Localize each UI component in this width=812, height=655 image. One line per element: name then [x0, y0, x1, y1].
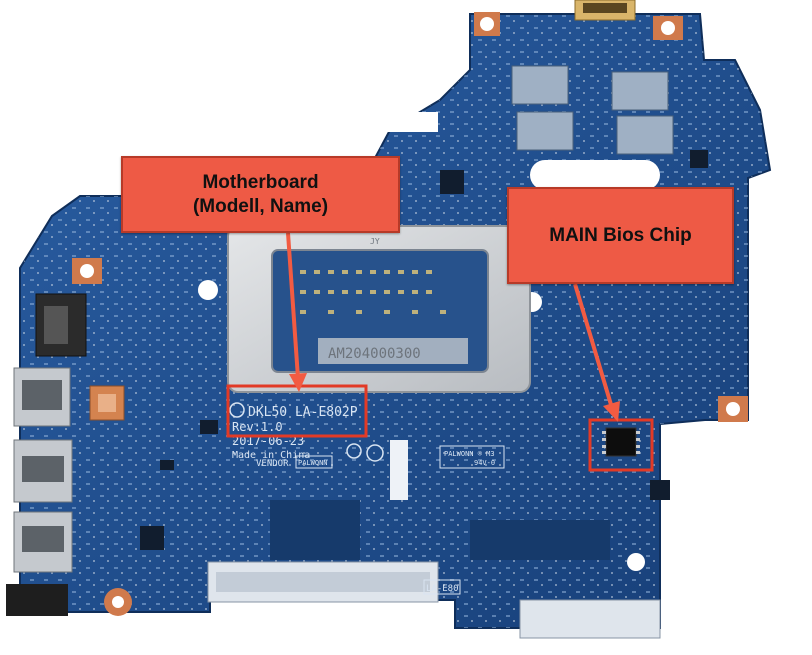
ram-chips [511, 65, 674, 155]
bios-arrow [573, 283, 620, 422]
motherboard-callout: Motherboard (Modell, Name) [121, 156, 400, 233]
vendor-value: PALWONN [298, 459, 328, 467]
board-model: DKL50 LA-E802P [248, 405, 358, 420]
vendor-label: VENDOR [256, 459, 289, 469]
recycle-icon [346, 443, 362, 459]
motherboard-arrow [286, 232, 307, 392]
silkscreen-circle-icon [229, 402, 245, 418]
bios-chip-callout: MAIN Bios Chip [507, 187, 734, 284]
board-origin: Made in China [232, 450, 310, 461]
flame-rating: 94V-0 [474, 459, 495, 467]
motherboard-callout-line1: Motherboard [202, 171, 319, 193]
board-revision: Rev:1.0 [232, 420, 283, 434]
heatsink-code: AM204000300 [328, 346, 421, 362]
smd-components [140, 150, 708, 560]
edge-mark: LA-E80 [426, 584, 459, 594]
pcb-mark: PALWONN ® M3 [444, 450, 495, 458]
bios-chip-callout-label: MAIN Bios Chip [549, 224, 692, 246]
bios-chip-highlight [588, 418, 654, 472]
hf-icon [366, 444, 384, 462]
bios-chip [605, 427, 637, 457]
side-ports [6, 293, 87, 616]
frame-mark: JY [370, 237, 380, 246]
motherboard-callout-line2: (Modell, Name) [192, 195, 329, 217]
